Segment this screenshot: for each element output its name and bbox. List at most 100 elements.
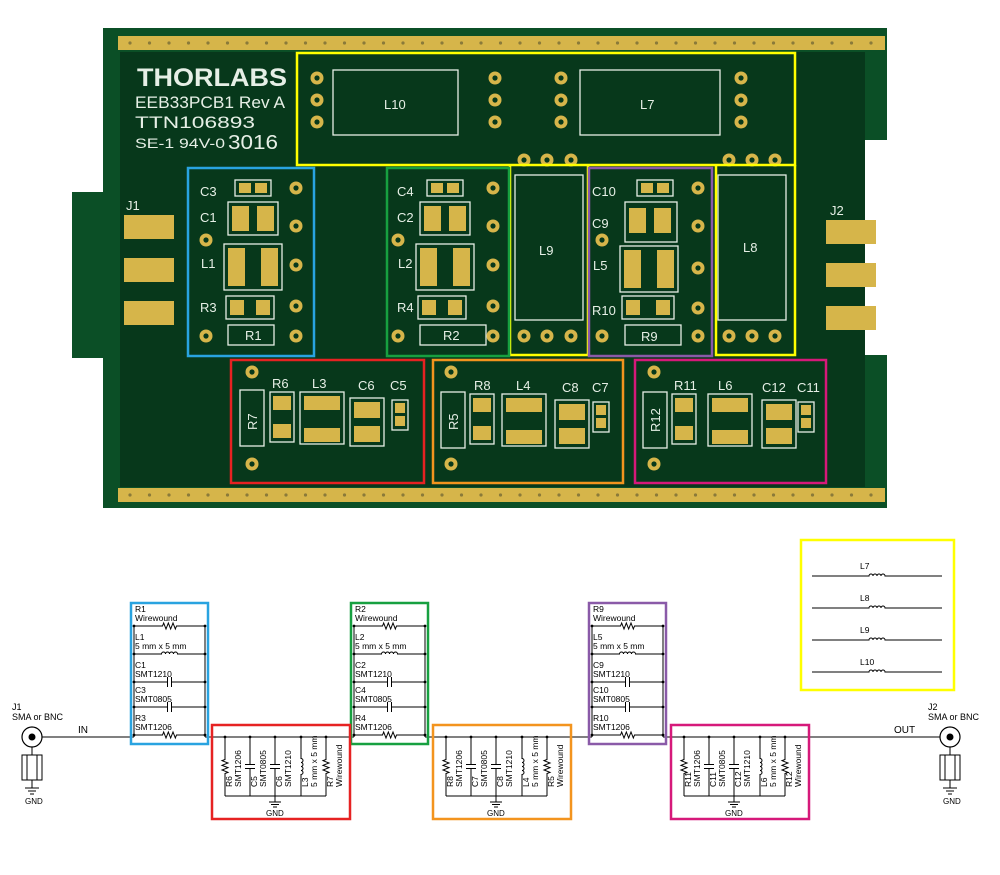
rail-via — [420, 41, 425, 45]
junction-dot — [248, 735, 252, 739]
component-name: C12 — [733, 771, 743, 787]
legend-inductor-l9: L9 — [812, 625, 942, 641]
pcb-through-holes — [199, 71, 782, 471]
component-name: L6 — [759, 777, 769, 787]
drill-hole — [749, 333, 755, 339]
connector-j1-symbol: J1 SMA or BNC GND — [12, 702, 64, 806]
series-frame-purple — [587, 601, 668, 746]
inductor-symbol — [521, 737, 525, 796]
pcb-brand: THORLABS — [137, 64, 287, 92]
component-spec: SMT0805 — [258, 750, 268, 787]
rail-via — [459, 41, 464, 45]
junction-dot — [661, 624, 665, 628]
drill-hole — [544, 333, 550, 339]
drill-hole — [772, 157, 778, 163]
drill-hole — [749, 157, 755, 163]
drill-hole — [203, 237, 209, 243]
component-name: C6 — [274, 776, 284, 787]
drill-hole — [599, 237, 605, 243]
drill-hole — [293, 262, 299, 268]
component-name: L2 — [355, 632, 365, 642]
rail-via — [557, 493, 561, 497]
rail-via — [674, 41, 678, 45]
junction-dot — [520, 735, 524, 739]
capacitor-symbol — [270, 737, 280, 796]
rail-via — [381, 493, 386, 497]
pcb-frame-blue — [186, 166, 316, 358]
component-name: C4 — [355, 685, 366, 695]
rail-via — [401, 41, 405, 45]
rail-via — [498, 493, 503, 497]
gnd-label: GND — [266, 809, 284, 818]
svg-text:L1: L1 — [201, 256, 215, 271]
junction-dot — [352, 705, 356, 709]
capacitor-symbol — [354, 702, 425, 712]
svg-text:R12: R12 — [648, 408, 663, 432]
drill-hole — [772, 333, 778, 339]
junction-dot — [352, 733, 356, 737]
drill-hole — [490, 223, 496, 229]
svg-text:L8: L8 — [743, 240, 757, 255]
drill-hole — [293, 185, 299, 191]
svg-text:C3: C3 — [200, 184, 217, 199]
resistor-symbol — [542, 737, 552, 796]
svg-text:L10: L10 — [384, 97, 406, 112]
component-spec: 5 mm x 5 mm — [355, 641, 406, 651]
svg-text:C4: C4 — [397, 184, 414, 199]
j2-type: SMA or BNC — [928, 712, 980, 722]
pcb-frame-yellow — [295, 51, 797, 167]
inductor-symbol — [812, 637, 942, 641]
drill-hole — [395, 333, 401, 339]
rail-via — [693, 41, 698, 45]
drill-hole — [249, 461, 255, 467]
component-spec: SMT1210 — [283, 750, 293, 787]
capacitor-symbol — [704, 737, 714, 796]
svg-text:C7: C7 — [592, 380, 609, 395]
drill-hole — [558, 75, 564, 81]
svg-text:R5: R5 — [446, 413, 461, 430]
svg-text:C9: C9 — [592, 216, 609, 231]
svg-text:R10: R10 — [592, 303, 616, 318]
drill-hole — [695, 265, 701, 271]
capacitor-symbol — [134, 702, 205, 712]
j2-gnd: GND — [943, 797, 961, 806]
rail-via — [303, 493, 308, 497]
component-name: R9 — [593, 604, 604, 614]
rail-via — [518, 41, 522, 45]
inductor-l8-footprint: L8 — [717, 174, 787, 321]
rail-via — [323, 493, 327, 497]
drill-hole — [490, 303, 496, 309]
component-spec: 5 mm x 5 mm — [135, 641, 186, 651]
component-spec: SMT1210 — [742, 750, 752, 787]
component-spec: 5 mm x 5 mm — [530, 736, 540, 787]
connector-j2-pads — [826, 220, 876, 330]
ground-icon — [269, 801, 281, 808]
resistor-symbol — [321, 737, 331, 796]
rail-via — [225, 41, 230, 45]
junction-dot — [132, 680, 136, 684]
drill-hole — [695, 223, 701, 229]
rail-via — [830, 493, 834, 497]
rail-via — [342, 493, 347, 497]
legend-inductor-label: L9 — [860, 625, 870, 635]
component-spec: SMT1210 — [593, 669, 630, 679]
pcb-datecode: 3016 — [228, 132, 278, 154]
junction-dot — [423, 680, 427, 684]
rail-via — [674, 493, 678, 497]
rail-via — [362, 41, 366, 45]
drill-hole — [695, 333, 701, 339]
component-name: C2 — [355, 660, 366, 670]
pcb-j1-label: J1 — [126, 198, 140, 213]
component-name: C7 — [470, 776, 480, 787]
rail-via — [264, 493, 269, 497]
rail-via — [284, 493, 288, 497]
rail-via — [732, 493, 737, 497]
component-name: R11 — [683, 772, 693, 787]
j1-pad — [124, 301, 174, 325]
svg-text:C5: C5 — [390, 378, 407, 393]
drill-hole — [738, 119, 744, 125]
component-spec: SMT1206 — [692, 750, 702, 787]
svg-text:C12: C12 — [762, 380, 786, 395]
shunt-frame-orange — [431, 723, 573, 821]
